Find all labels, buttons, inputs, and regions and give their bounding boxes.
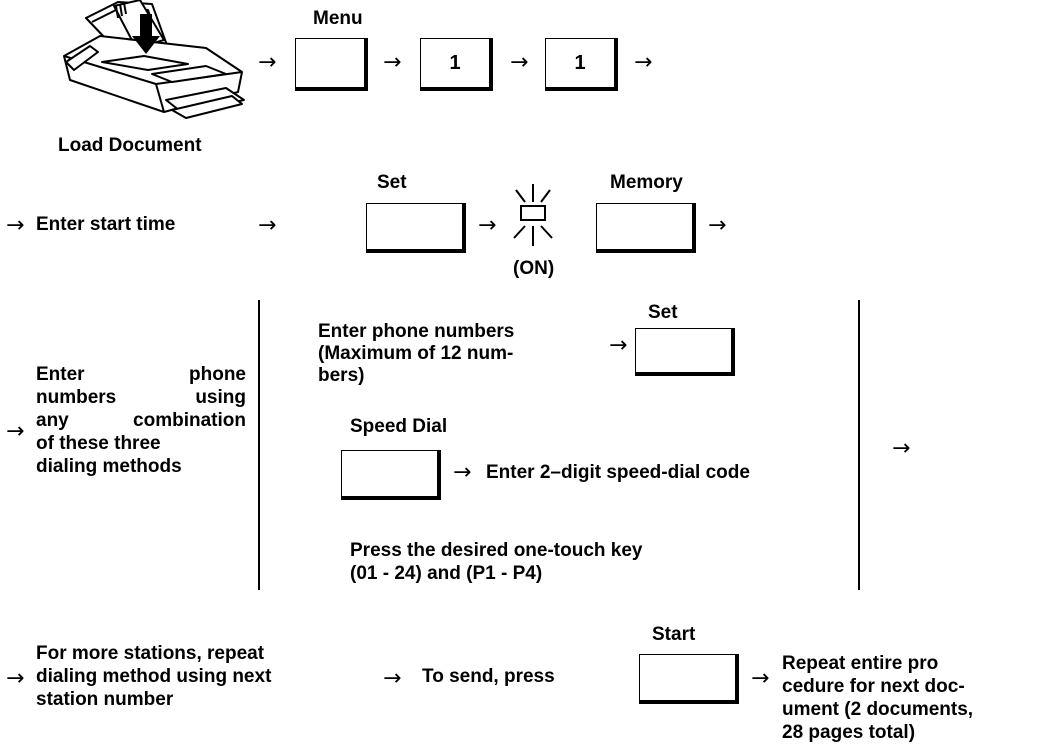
dialing-methods-intro: Enter phone numbers using any combinatio…: [36, 364, 246, 477]
speed-dial-key: [341, 450, 441, 500]
arrow-icon: →: [751, 666, 770, 691]
bracket-left-line: [258, 300, 260, 590]
enter-phone-numbers-line3: bers): [318, 365, 365, 386]
arrow-icon: →: [6, 666, 25, 691]
more-stations-line1: For more stations, repeat: [36, 643, 265, 664]
enter-phone-numbers-line1: Enter phone numbers: [318, 321, 515, 342]
set-key-2: [635, 328, 735, 376]
arrow-icon: →: [6, 419, 25, 444]
arrow-icon: →: [258, 213, 277, 238]
more-stations-line2: dialing method using next: [36, 666, 272, 687]
speed-dial-key-label: Speed Dial: [350, 416, 448, 437]
arrow-icon: →: [708, 213, 727, 238]
arrow-icon: →: [383, 666, 402, 691]
one-touch-line2: (01 - 24) and (P1 - P4): [350, 563, 543, 584]
load-document-label: Load Document: [58, 135, 202, 156]
arrow-icon: →: [453, 460, 472, 485]
repeat-line4: 28 pages total): [782, 722, 916, 743]
arrow-icon: →: [383, 50, 402, 75]
set-key-label-2: Set: [648, 302, 678, 323]
on-indicator-label: (ON): [513, 258, 555, 279]
fax-machine-illustration: [63, 0, 245, 119]
to-send-label: To send, press: [422, 666, 555, 687]
bracket-right-line: [858, 300, 860, 590]
arrow-icon: →: [6, 213, 25, 238]
memory-indicator-lamp-icon: [513, 184, 553, 246]
digit-key-1-second: 1: [545, 38, 618, 91]
more-stations-line3: station number: [36, 689, 174, 710]
arrow-icon: →: [892, 436, 911, 461]
one-touch-line1: Press the desired one-touch key: [350, 540, 643, 561]
enter-start-time-label: Enter start time: [36, 214, 176, 235]
enter-phone-numbers-line2: (Maximum of 12 num-: [318, 343, 514, 364]
arrow-icon: →: [258, 50, 277, 75]
set-key: [366, 203, 466, 253]
menu-key-label: Menu: [313, 8, 363, 29]
memory-key-label: Memory: [610, 172, 683, 193]
repeat-line2: cedure for next doc-: [782, 676, 965, 697]
arrow-icon: →: [609, 333, 628, 358]
speed-dial-code-label: Enter 2–digit speed-dial code: [486, 462, 750, 483]
start-key: [639, 654, 739, 704]
memory-key: [596, 203, 696, 253]
repeat-line1: Repeat entire pro: [782, 653, 939, 674]
repeat-line3: ument (2 documents,: [782, 699, 974, 720]
start-key-label: Start: [652, 624, 696, 645]
set-key-label: Set: [377, 172, 407, 193]
arrow-icon: →: [478, 213, 497, 238]
menu-key: [295, 38, 368, 91]
arrow-icon: →: [634, 50, 653, 75]
digit-key-1: 1: [420, 38, 493, 91]
arrow-icon: →: [510, 50, 529, 75]
